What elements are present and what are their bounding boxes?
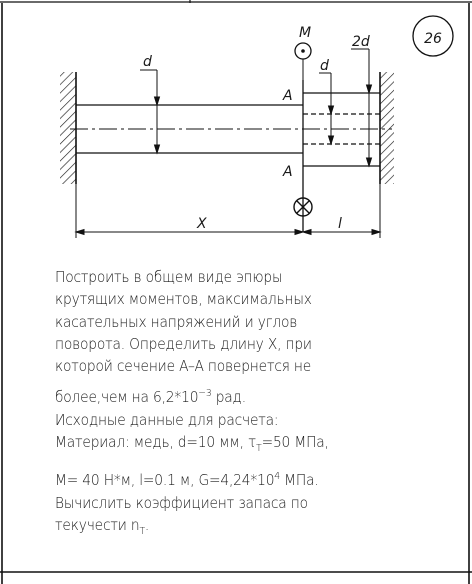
- dimension-outer-2d: [351, 48, 373, 168]
- statement-line-1: Построить в общем виде эпюры: [55, 268, 283, 286]
- diameter-inner-label: d: [320, 58, 329, 74]
- statement-line-3: касательных напряжений и углов: [55, 312, 298, 331]
- moment-label: M: [299, 25, 311, 41]
- left-fixed-support: [60, 72, 77, 184]
- length-l-label: l: [338, 216, 342, 232]
- problem-statement: Построить в общем виде эпюры крутящих мо…: [55, 266, 423, 543]
- moment-symbol-bottom: [293, 197, 313, 217]
- problem-number-badge: 26: [412, 15, 454, 57]
- statement-line-2: крутящих моментов, максимальных: [55, 290, 312, 309]
- moment-symbol-top: [294, 42, 312, 80]
- dimension-inner-d: [319, 72, 335, 146]
- right-shaft-segment: [302, 80, 380, 232]
- statement-line-4: поворота. Определить длину X, при: [55, 334, 312, 353]
- diameter-left-label: d: [143, 54, 152, 70]
- statement-line-8: Материал: медь, d=10 мм, τT=50 МПа,: [55, 433, 329, 455]
- statement-line-10: Вычислить коэффициент запаса по: [55, 493, 308, 512]
- diameter-outer-label: 2d: [352, 34, 370, 50]
- section-label-upper: A: [282, 88, 293, 104]
- statement-line-9: M= 40 Н*м, l=0.1 м, G=4,24*104 МПа.: [55, 471, 319, 490]
- dimension-lengths: [74, 184, 382, 238]
- statement-line-5: которой сечение A–A повернется не: [55, 357, 312, 376]
- statement-line-6: более,чем на 6,2*10−3 рад.: [55, 388, 246, 407]
- section-label-lower: A: [282, 164, 293, 180]
- statement-line-7: Исходные данные для расчета:: [55, 410, 279, 429]
- length-x-label: X: [196, 216, 207, 232]
- problem-number: 26: [424, 31, 442, 47]
- right-fixed-support: [379, 72, 394, 184]
- statement-line-11: текучести nT.: [55, 515, 150, 537]
- dimension-left-d: [140, 69, 161, 155]
- left-shaft-segment: [76, 104, 303, 154]
